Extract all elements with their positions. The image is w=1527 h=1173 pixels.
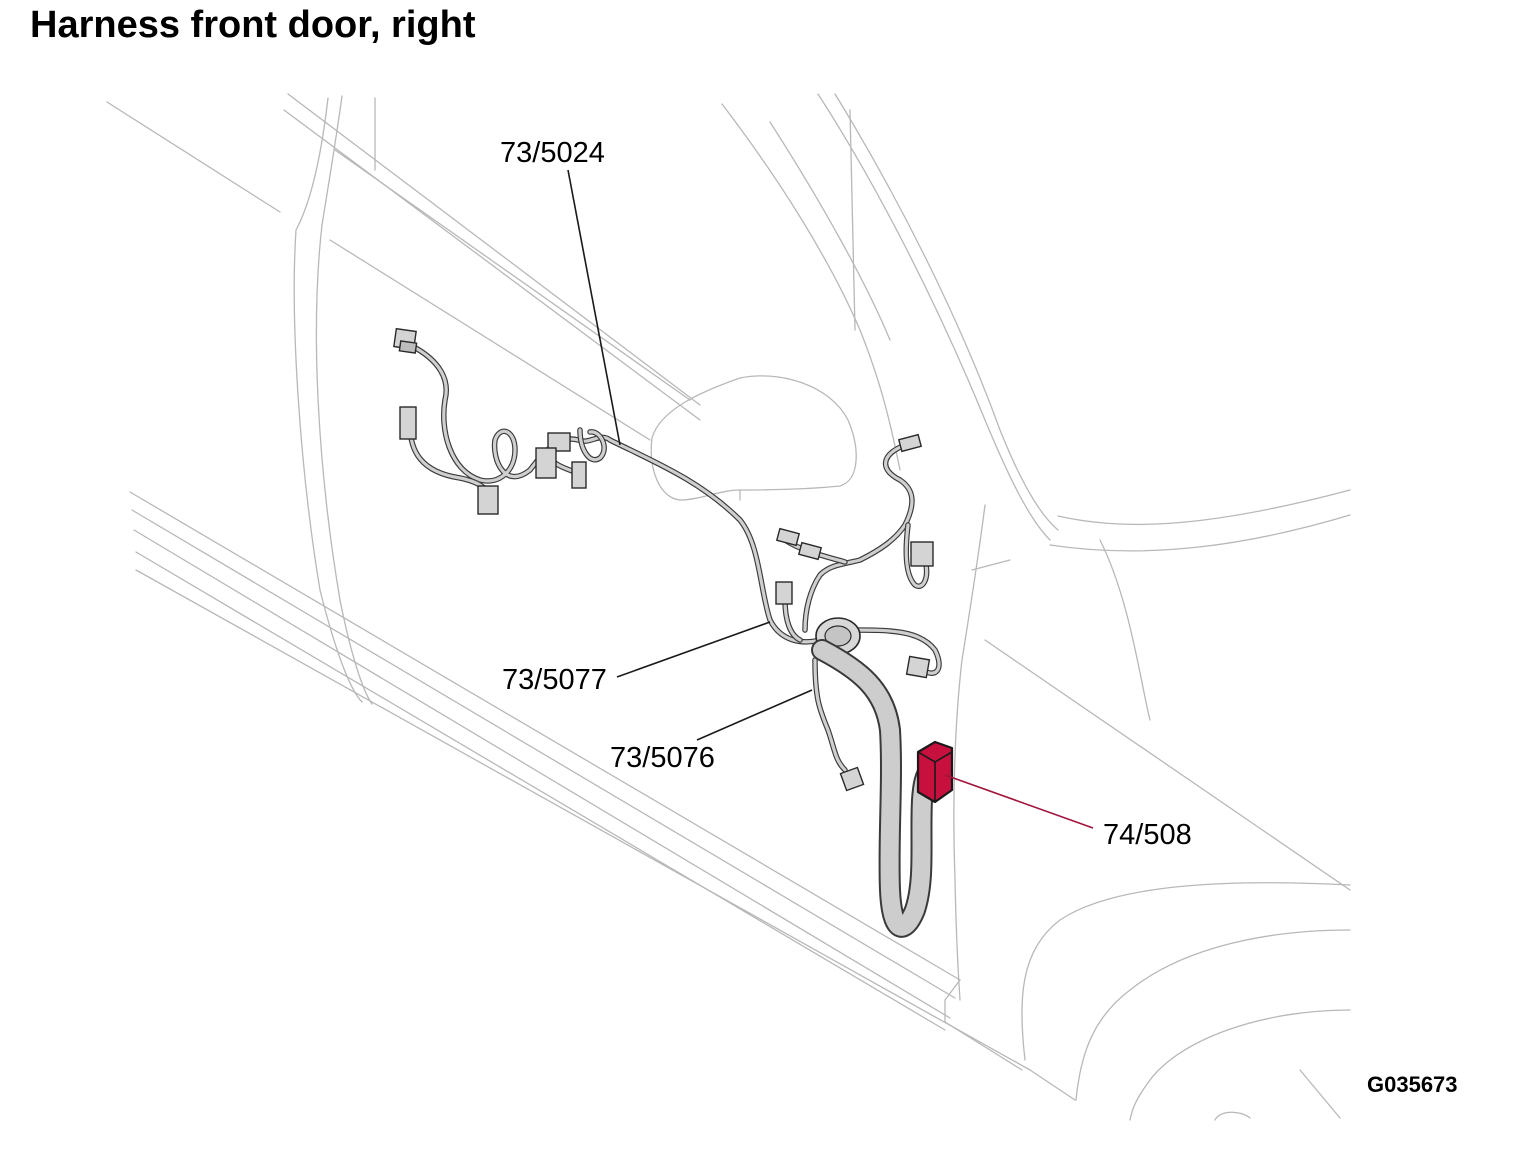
connector (535, 447, 557, 479)
callout-73-5076: 73/5076 (610, 742, 715, 774)
connector (571, 461, 587, 489)
figure-id: G035673 (1367, 1072, 1458, 1097)
callout-73-5024: 73/5024 (500, 137, 605, 169)
harness-main-trunk (811, 639, 941, 938)
connector (910, 541, 934, 567)
leader-73-5076 (696, 689, 813, 741)
car-body-outline (106, 93, 1351, 1121)
callout-73-5077: 73/5077 (502, 664, 607, 696)
callout-74-508: 74/508 (1103, 819, 1192, 851)
connector (839, 766, 865, 792)
connector-74-508[interactable] (916, 740, 954, 804)
leader-73-5077 (616, 621, 771, 678)
connector (775, 527, 801, 547)
connector (897, 433, 923, 453)
connector (398, 340, 418, 354)
connector (797, 541, 823, 561)
leader-73-5024 (567, 169, 621, 446)
connector (477, 485, 499, 515)
connector (547, 432, 571, 452)
connector (905, 655, 931, 679)
page-title: Harness front door, right (30, 4, 476, 46)
connector (399, 406, 417, 440)
connector (775, 581, 793, 605)
connectors (393, 327, 934, 792)
leader-74-508 (944, 774, 1094, 829)
